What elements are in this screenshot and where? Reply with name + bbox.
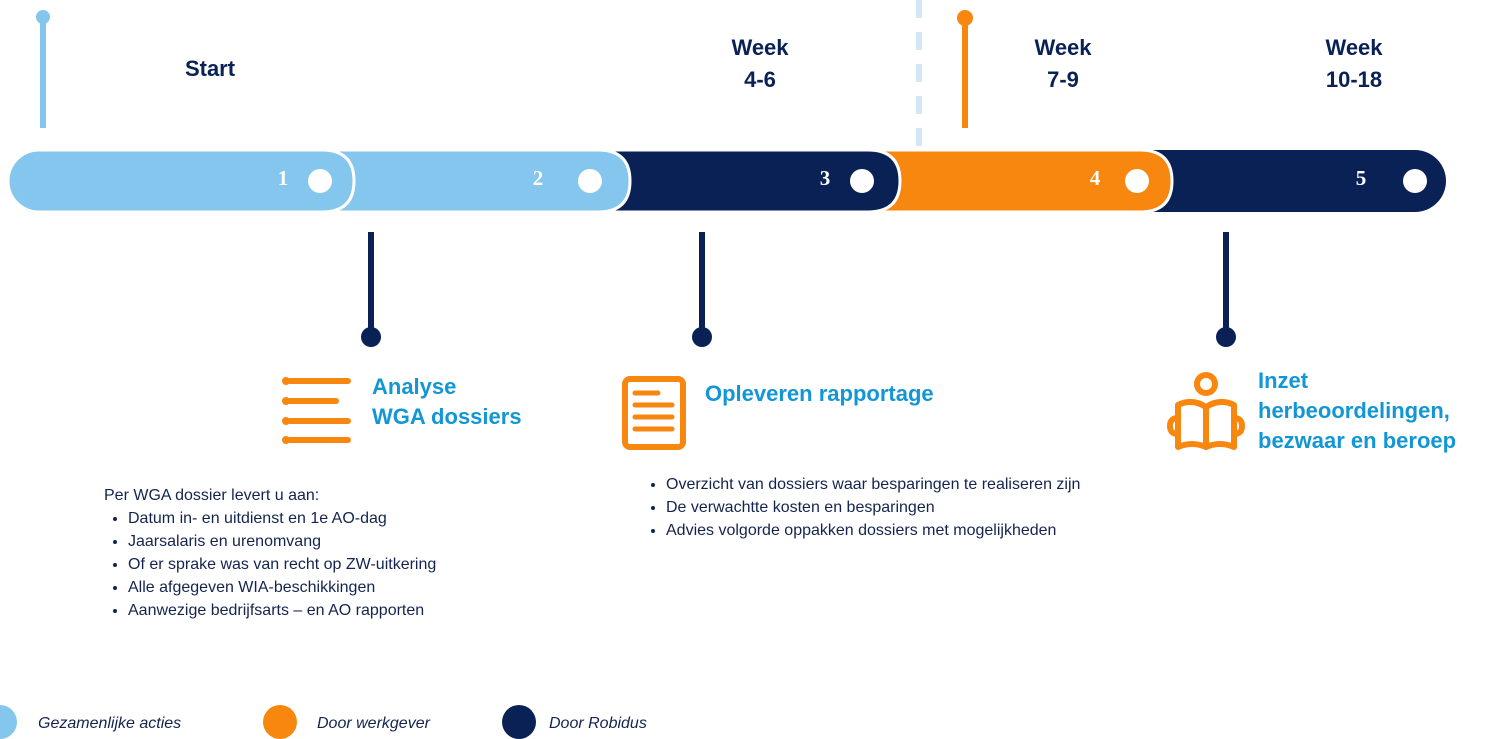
legend-swatch: [263, 705, 297, 739]
header-week-4-6: Week 4-6: [715, 32, 805, 96]
legend-gezamenlijke: Gezamenlijke acties: [0, 705, 240, 739]
milestone-2-description: Overzicht van dossiers waar besparingen …: [642, 473, 1102, 542]
milestone-1-description: Per WGA dossier levert u aan: Datum in- …: [104, 484, 584, 622]
timeline-segment-4: [878, 148, 1174, 214]
header-week-range: 7-9: [1047, 67, 1079, 92]
legend-swatch: [502, 705, 536, 739]
connector-1: [361, 232, 381, 347]
header-week-label: Week: [731, 35, 789, 60]
timeline-segment-2: [333, 148, 632, 214]
title-line: Opleveren rapportage: [705, 381, 934, 406]
title-line: Inzet: [1258, 368, 1309, 393]
legend-label: Door werkgever: [317, 715, 430, 732]
title-line: WGA dossiers: [372, 404, 522, 429]
list-item: Advies volgorde oppakken dossiers met mo…: [666, 519, 1102, 542]
milestone-title-rapportage: Opleveren rapportage: [705, 379, 1025, 409]
header-week-range: 4-6: [744, 67, 776, 92]
legend-robidus: Door Robidus: [502, 705, 722, 739]
header-week-label: Week: [1034, 35, 1092, 60]
list-item: Overzicht van dossiers waar besparingen …: [666, 473, 1102, 496]
list-item: Aanwezige bedrijfsarts – en AO rapporten: [128, 599, 584, 622]
milestone-title-analyse: Analyse WGA dossiers: [372, 372, 592, 432]
document-icon: [622, 376, 686, 450]
legend-label: Door Robidus: [549, 715, 647, 732]
segment-1-dot: [308, 169, 332, 193]
header-week-10-18: Week 10-18: [1309, 32, 1399, 96]
timeline-segment-3: [608, 148, 902, 214]
connector-3: [1216, 232, 1236, 347]
legend-swatch: [0, 705, 17, 739]
legend-label: Gezamenlijke acties: [38, 715, 182, 732]
segment-number-2: 2: [532, 166, 544, 190]
header-start: Start: [184, 56, 236, 81]
milestone-title-inzet: Inzet herbeoordelingen, bezwaar en beroe…: [1258, 366, 1510, 456]
description-intro: Per WGA dossier levert u aan:: [104, 487, 320, 504]
list-item: Alle afgegeven WIA-beschikkingen: [128, 576, 584, 599]
legend-werkgever: Door werkgever: [263, 705, 483, 739]
header-week-7-9: Week 7-9: [1018, 32, 1108, 96]
werkgever-marker: [957, 10, 973, 128]
header-week-range: 10-18: [1325, 67, 1383, 92]
segment-2-dot: [578, 169, 602, 193]
timeline-bar: [6, 148, 1446, 214]
start-marker: [36, 10, 50, 128]
list-item: Jaarsalaris en urenomvang: [128, 530, 584, 553]
description-list: Overzicht van dossiers waar besparingen …: [642, 473, 1102, 542]
connector-2: [692, 232, 712, 347]
list-item: Of er sprake was van recht op ZW-uitkeri…: [128, 553, 584, 576]
timeline-segment-1: [6, 148, 356, 214]
segment-3-dot: [850, 169, 874, 193]
title-line: herbeoordelingen,: [1258, 398, 1450, 423]
segment-number-1: 1: [277, 166, 289, 190]
list-item: Datum in- en uitdienst en 1e AO-dag: [128, 507, 584, 530]
list-icon: [282, 377, 351, 444]
description-list: Datum in- en uitdienst en 1e AO-dag Jaar…: [104, 507, 584, 622]
title-line: Analyse: [372, 374, 457, 399]
segment-number-3: 3: [819, 166, 831, 190]
segment-number-4: 4: [1089, 166, 1101, 190]
segment-5-dot: [1403, 169, 1427, 193]
timeline-segment-5: [1150, 150, 1446, 212]
header-week-label: Week: [1325, 35, 1383, 60]
title-line: bezwaar en beroep: [1258, 428, 1457, 453]
segment-4-dot: [1125, 169, 1149, 193]
segment-number-5: 5: [1355, 166, 1367, 190]
list-item: De verwachtte kosten en besparingen: [666, 496, 1102, 519]
reading-person-icon: [1167, 372, 1245, 450]
